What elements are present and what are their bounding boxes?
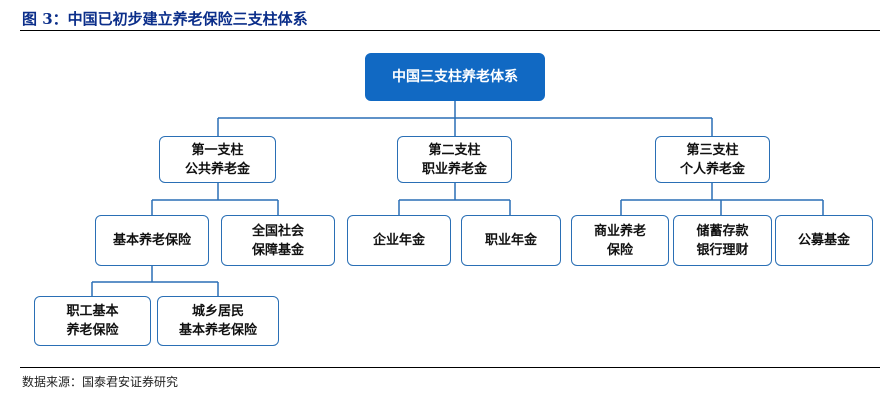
savings-bank-wealth-management: 储蓄存款 银行理财 <box>673 215 772 266</box>
connector-pillar3-children <box>620 183 824 215</box>
national-social-security-fund: 全国社会 保障基金 <box>221 215 335 266</box>
employee-basic-pension: 职工基本 养老保险 <box>34 296 151 346</box>
pillar2-occupational-pension: 第二支柱 职业养老金 <box>397 136 512 183</box>
occupational-annuity: 职业年金 <box>461 215 561 266</box>
root-node-three-pillar-system: 中国三支柱养老体系 <box>365 53 545 101</box>
pillar3-personal-pension: 第三支柱 个人养老金 <box>655 136 770 183</box>
enterprise-annuity: 企业年金 <box>347 215 451 266</box>
public-mutual-funds: 公募基金 <box>775 215 873 266</box>
connector-basic-children <box>91 266 219 296</box>
bottom-rule <box>20 367 880 368</box>
data-source-note: 数据来源：国泰君安证券研究 <box>22 375 179 389</box>
pillar1-public-pension: 第一支柱 公共养老金 <box>159 136 276 183</box>
connector-pillar2-children <box>398 183 511 215</box>
connector-root-pillars <box>217 101 713 136</box>
top-rule <box>20 30 880 31</box>
figure-caption: 图 3：中国已初步建立养老保险三支柱体系 <box>22 10 308 28</box>
connector-pillar1-children <box>151 183 279 215</box>
commercial-pension-insurance: 商业养老 保险 <box>571 215 669 266</box>
urban-rural-resident-basic-pension: 城乡居民 基本养老保险 <box>157 296 279 346</box>
basic-pension-insurance: 基本养老保险 <box>95 215 209 266</box>
